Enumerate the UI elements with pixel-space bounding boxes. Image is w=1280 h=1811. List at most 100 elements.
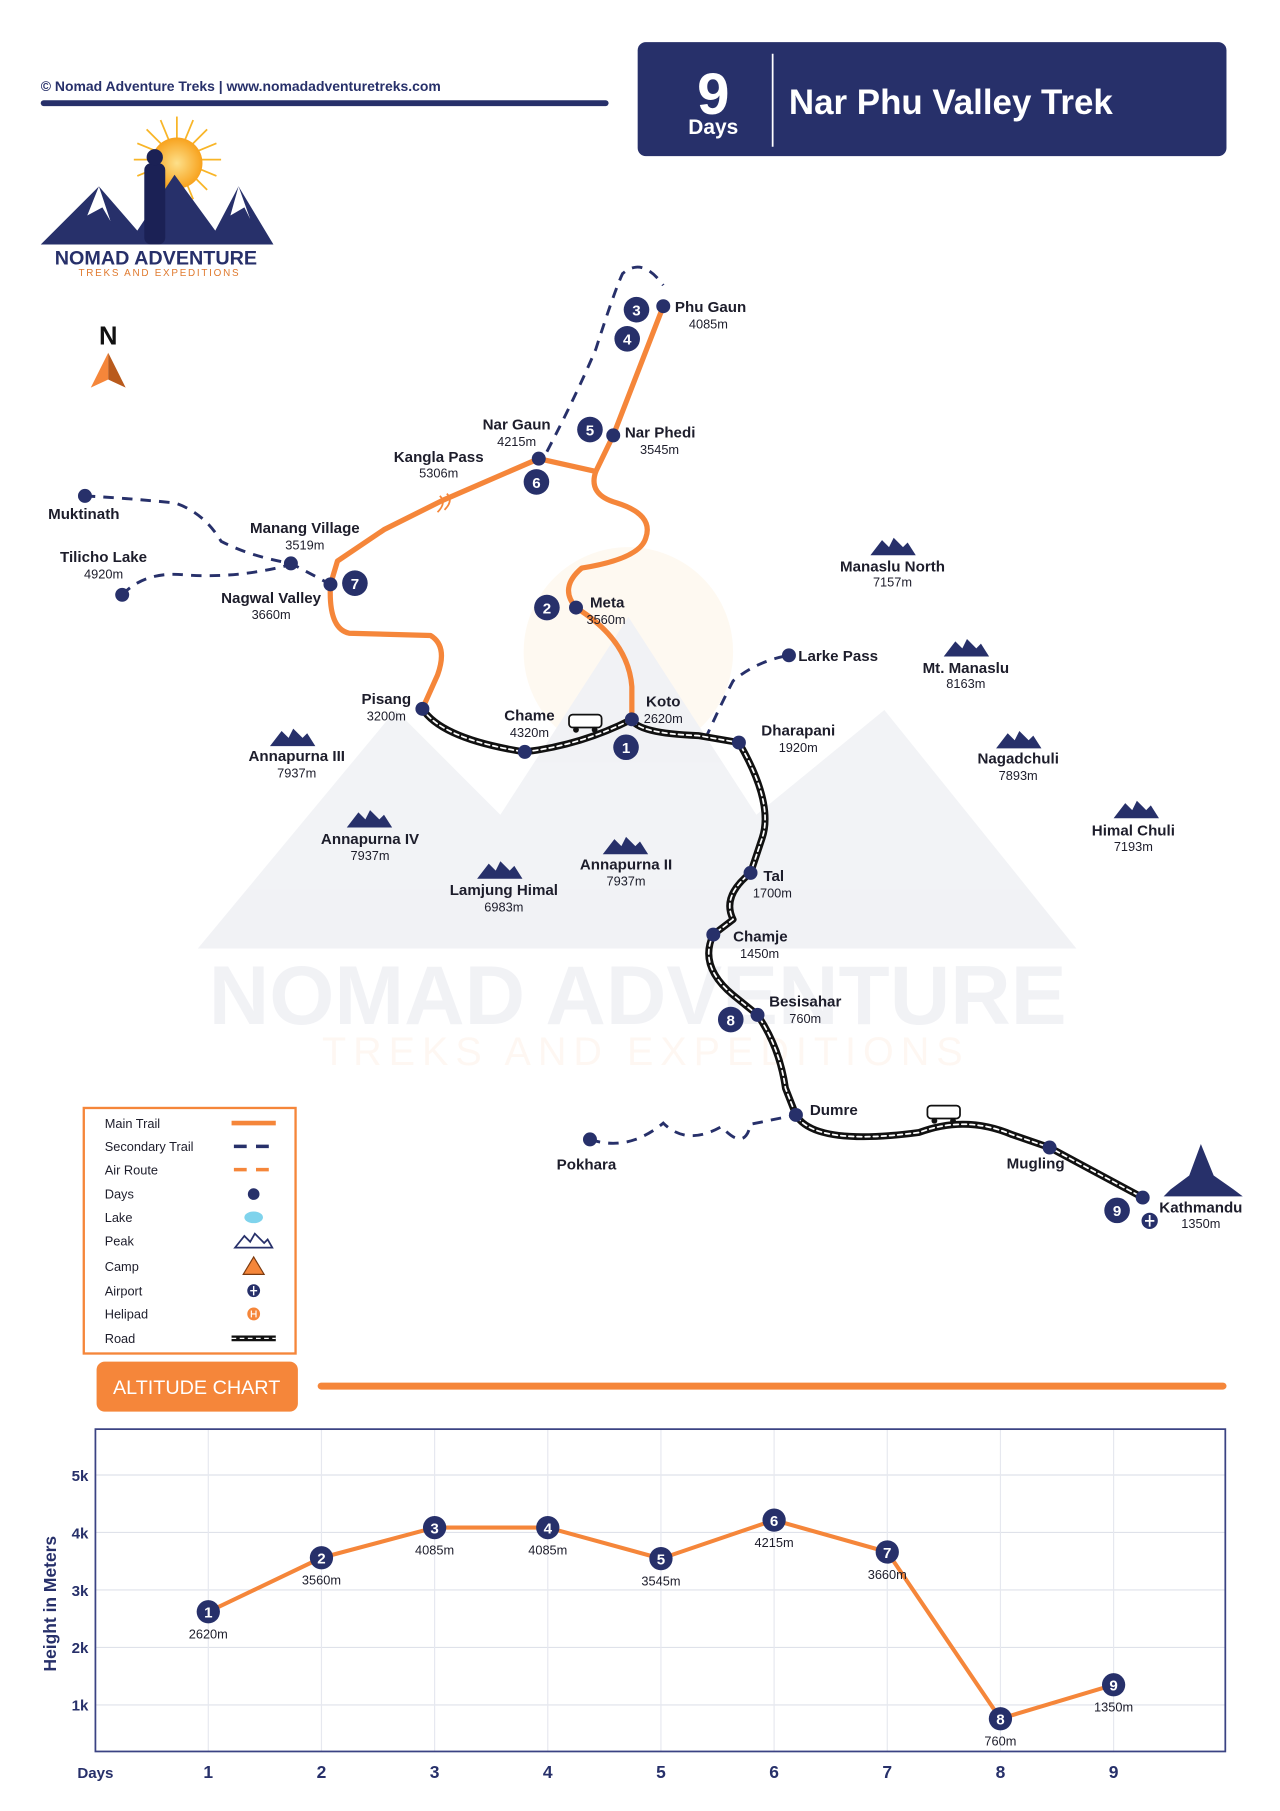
road bbox=[418, 705, 1147, 1202]
title-banner: 9 Days Nar Phu Valley Trek bbox=[637, 42, 1227, 157]
company-logo: NOMAD ADVENTURE TREKS AND EXPEDITIONS bbox=[40, 116, 274, 279]
day-marker-6: 6 bbox=[523, 469, 550, 495]
peak-icon bbox=[233, 1232, 274, 1249]
altitude-point bbox=[536, 1515, 560, 1540]
svg-text:TREKS AND EXPEDITIONS: TREKS AND EXPEDITIONS bbox=[79, 268, 241, 279]
x-tick-label: 2 bbox=[317, 1762, 327, 1782]
svg-text:Tilicho Lake: Tilicho Lake bbox=[60, 549, 147, 566]
svg-text:Secondary Trail: Secondary Trail bbox=[105, 1139, 194, 1154]
altitude-point-day: 6 bbox=[770, 1513, 778, 1530]
svg-text:Dharapani: Dharapani bbox=[761, 723, 835, 740]
kangla-pass-icon bbox=[436, 492, 451, 513]
altitude-point-day: 7 bbox=[883, 1545, 891, 1562]
x-tick-label: 3 bbox=[430, 1762, 440, 1782]
altitude-point bbox=[649, 1546, 673, 1571]
altitude-point-day: 5 bbox=[657, 1551, 665, 1568]
svg-text:1: 1 bbox=[622, 740, 630, 757]
x-tick-label: 1 bbox=[203, 1762, 213, 1782]
x-tick-label: 7 bbox=[882, 1762, 892, 1782]
altitude-data-label: 3660m bbox=[868, 1567, 907, 1582]
svg-text:Besisahar: Besisahar bbox=[769, 994, 841, 1011]
svg-text:4920m: 4920m bbox=[84, 567, 123, 582]
day-marker-4: 4 bbox=[614, 326, 640, 352]
altitude-data-label: 4085m bbox=[528, 1542, 567, 1557]
map-legend: Main Trail Secondary Trail Air Route Day… bbox=[82, 1106, 297, 1355]
day-marker-3: 3 bbox=[623, 296, 650, 323]
svg-text:Annapurna II: Annapurna II bbox=[580, 856, 672, 873]
day-marker-7: 7 bbox=[342, 570, 368, 596]
svg-text:7937m: 7937m bbox=[277, 766, 316, 781]
svg-text:Chame: Chame bbox=[504, 707, 554, 724]
svg-text:3545m: 3545m bbox=[640, 442, 679, 457]
svg-text:3200m: 3200m bbox=[367, 708, 406, 723]
svg-text:3660m: 3660m bbox=[252, 607, 291, 622]
svg-text:Nar Phedi: Nar Phedi bbox=[625, 425, 696, 442]
y-tick-label: 2k bbox=[72, 1640, 89, 1657]
svg-text:Tal: Tal bbox=[763, 868, 784, 885]
svg-text:Manang Village: Manang Village bbox=[250, 520, 360, 537]
altitude-point bbox=[988, 1707, 1013, 1731]
watermark: NOMAD ADVENTURE TREKS AND EXPEDITIONS bbox=[197, 547, 1077, 1074]
north-label: N bbox=[99, 323, 117, 351]
svg-text:4085m: 4085m bbox=[689, 316, 728, 331]
svg-text:Nagwal Valley: Nagwal Valley bbox=[221, 590, 322, 607]
day-marker-5: 5 bbox=[577, 416, 603, 443]
altitude-point-day: 3 bbox=[430, 1520, 438, 1537]
y-tick-label: 4k bbox=[72, 1525, 89, 1542]
svg-text:Muktinath: Muktinath bbox=[48, 506, 119, 523]
svg-text:NOMAD ADVENTURE: NOMAD ADVENTURE bbox=[55, 247, 257, 269]
copyright-text: © Nomad Adventure Treks | www.nomadadven… bbox=[41, 78, 441, 94]
svg-text:1920m: 1920m bbox=[779, 740, 818, 755]
airport-icon bbox=[1141, 1212, 1158, 1229]
svg-text:Nagadchuli: Nagadchuli bbox=[977, 751, 1058, 768]
day-marker-8: 8 bbox=[717, 1006, 744, 1033]
altitude-data-label: 4215m bbox=[755, 1535, 794, 1550]
jeep-icon bbox=[568, 713, 603, 733]
trek-title: Nar Phu Valley Trek bbox=[789, 83, 1113, 122]
svg-text:7: 7 bbox=[351, 576, 359, 593]
secondary-trails bbox=[84, 265, 797, 1145]
svg-text:2620m: 2620m bbox=[644, 711, 683, 726]
svg-text:Chamje: Chamje bbox=[733, 929, 788, 946]
svg-text:Lake: Lake bbox=[105, 1210, 133, 1225]
altitude-point bbox=[762, 1508, 786, 1532]
x-tick-label: 4 bbox=[543, 1762, 553, 1782]
svg-text:9: 9 bbox=[1113, 1203, 1121, 1220]
altitude-chart-header: ALTITUDE CHART bbox=[96, 1361, 1227, 1412]
altitude-data-label: 3560m bbox=[302, 1573, 341, 1588]
x-tick-label: 5 bbox=[656, 1762, 666, 1782]
place-mugling: Mugling bbox=[1007, 1155, 1065, 1172]
svg-text:3560m: 3560m bbox=[586, 612, 625, 627]
altitude-point bbox=[309, 1546, 334, 1570]
svg-text:Himal Chuli: Himal Chuli bbox=[1092, 823, 1175, 840]
svg-text:Helipad: Helipad bbox=[105, 1307, 148, 1322]
place-pokhara: Pokhara bbox=[557, 1157, 617, 1174]
altitude-point bbox=[422, 1515, 447, 1540]
svg-text:Pokhara: Pokhara bbox=[557, 1157, 617, 1174]
lake-icon bbox=[244, 1211, 263, 1224]
svg-text:7937m: 7937m bbox=[606, 874, 645, 889]
svg-text:Annapurna III: Annapurna III bbox=[248, 748, 345, 765]
svg-text:8: 8 bbox=[727, 1012, 735, 1029]
svg-text:6983m: 6983m bbox=[484, 899, 523, 914]
altitude-data-label: 3545m bbox=[641, 1573, 680, 1588]
svg-text:7937m: 7937m bbox=[350, 848, 389, 863]
